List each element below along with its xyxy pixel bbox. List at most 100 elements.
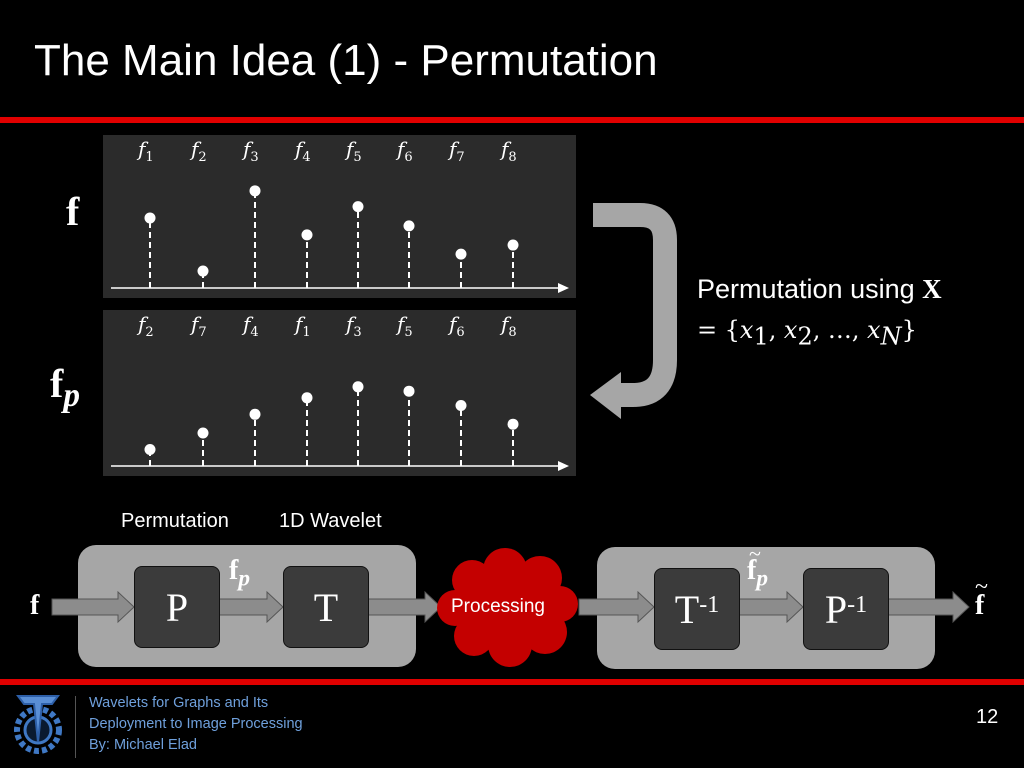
signal-axis-arrowhead — [558, 283, 569, 293]
permutation-caption: Permutation using X — [697, 274, 942, 305]
p-inverse-label: P — [824, 586, 848, 632]
signal-index-symbol: f — [243, 312, 251, 336]
signal-index-subscript: 2 — [145, 325, 154, 340]
signal-sample-point — [197, 427, 209, 439]
signal-index-label: f7 — [449, 137, 465, 165]
signal-index-symbol: f — [346, 137, 354, 161]
original-signal-stem-plot — [111, 185, 569, 293]
xN-symbol: x — [867, 316, 881, 344]
x2-subscript: 2 — [797, 322, 813, 351]
permuted-signal-label-subscript: p — [63, 377, 80, 414]
t-box-label: T — [313, 584, 339, 630]
output-signal-base: f — [975, 590, 985, 621]
signal-index-label: f2 — [138, 312, 154, 340]
arrow-t-to-processing — [367, 590, 442, 624]
equals-sign: = — [697, 316, 718, 344]
signal-sample-point — [507, 418, 519, 430]
permutation-set-symbol: X — [922, 274, 942, 304]
signal-sample-point — [455, 248, 467, 260]
signal-index-symbol: f — [295, 137, 303, 161]
arrow-p-to-t — [218, 590, 284, 624]
signal-sample-point — [144, 212, 156, 224]
signal-sample-point — [352, 381, 364, 393]
footer-author: By: Michael Elad — [89, 737, 197, 753]
signal-sample-point — [507, 239, 519, 251]
signal-index-symbol: f — [138, 312, 146, 336]
signal-index-label: f5 — [346, 137, 362, 165]
signal-sample-point — [455, 400, 467, 411]
permutation-stage-label: Permutation — [121, 510, 229, 532]
permuted-signal-label-base: f — [50, 361, 64, 406]
signal-axis-arrowhead — [558, 461, 569, 471]
fp-label-base: f — [229, 555, 239, 586]
fp-label-subscript: p — [238, 565, 250, 592]
signal-sample-point — [301, 229, 313, 241]
signal-index-symbol: f — [191, 312, 199, 336]
signal-index-label: f4 — [295, 137, 311, 165]
fp-label: fp — [229, 555, 250, 593]
arrow-processing-to-tinv — [578, 590, 655, 624]
signal-index-symbol: f — [138, 137, 146, 161]
comma: , — [812, 316, 821, 344]
comma: , — [851, 316, 860, 344]
open-brace: { — [724, 316, 740, 344]
x1-symbol: x — [739, 316, 754, 344]
signal-index-symbol: f — [397, 312, 405, 336]
technion-logo-icon — [14, 695, 62, 754]
slide-number: 12 — [976, 706, 999, 728]
signal-index-symbol: f — [346, 312, 354, 336]
permuted-signal-label: fp — [50, 360, 80, 415]
footer-course-title: Wavelets for Graphs and Its Deployment t… — [89, 693, 303, 756]
signal-index-label: f1 — [138, 137, 154, 165]
signal-index-subscript: 3 — [353, 325, 362, 340]
fp-tilde-subscript: p — [756, 565, 768, 592]
output-signal-label: ~ f — [975, 574, 988, 622]
processing-cloud — [437, 548, 578, 667]
signal-index-subscript: 6 — [404, 150, 413, 165]
permutation-set-definition: = {x1, x2, …, xN} — [697, 314, 917, 350]
signal-index-symbol: f — [449, 137, 457, 161]
signal-index-subscript: 5 — [353, 150, 362, 165]
t-inverse-superscript: -1 — [699, 591, 720, 618]
signal-index-subscript: 6 — [456, 325, 465, 340]
signal-index-label: f2 — [191, 137, 207, 165]
p-box-label: P — [165, 584, 189, 630]
signal-index-subscript: 7 — [456, 150, 465, 165]
signal-sample-point — [144, 444, 156, 455]
signal-index-subscript: 5 — [404, 325, 413, 340]
signal-sample-point — [249, 185, 261, 197]
x1-subscript: 1 — [753, 322, 769, 351]
wavelet-stage-label: 1D Wavelet — [279, 510, 382, 532]
signal-index-label: f5 — [397, 312, 413, 340]
footer-line-2: Deployment to Image Processing — [89, 716, 303, 732]
signal-index-symbol: f — [449, 312, 457, 336]
processing-label: Processing — [451, 596, 545, 617]
permutation-arrow-shaft — [593, 203, 677, 407]
signal-index-subscript: 4 — [250, 325, 259, 340]
close-brace: } — [901, 316, 917, 344]
signal-index-label: f3 — [346, 312, 362, 340]
permuted-signal-stem-plot — [111, 381, 569, 471]
arrow-tinv-to-pinv — [737, 590, 804, 624]
t-box: T — [283, 566, 369, 648]
signal-index-label: f8 — [501, 312, 517, 340]
signal-sample-point — [403, 385, 415, 397]
signal-index-symbol: f — [397, 137, 405, 161]
signal-sample-point — [352, 201, 364, 213]
signal-index-symbol: f — [191, 137, 199, 161]
x2-symbol: x — [783, 316, 798, 344]
p-inverse-superscript: -1 — [847, 591, 868, 618]
arrow-pinv-to-output — [886, 590, 970, 624]
signal-index-label: f8 — [501, 137, 517, 165]
signal-sample-point — [403, 220, 415, 232]
signal-index-symbol: f — [243, 137, 251, 161]
p-box: P — [134, 566, 220, 648]
permutation-caption-text: Permutation using — [697, 274, 915, 304]
signal-sample-point — [197, 265, 209, 277]
signal-sample-point — [301, 392, 313, 404]
permutation-arrow-head — [590, 372, 621, 419]
footer-divider — [0, 679, 1024, 685]
